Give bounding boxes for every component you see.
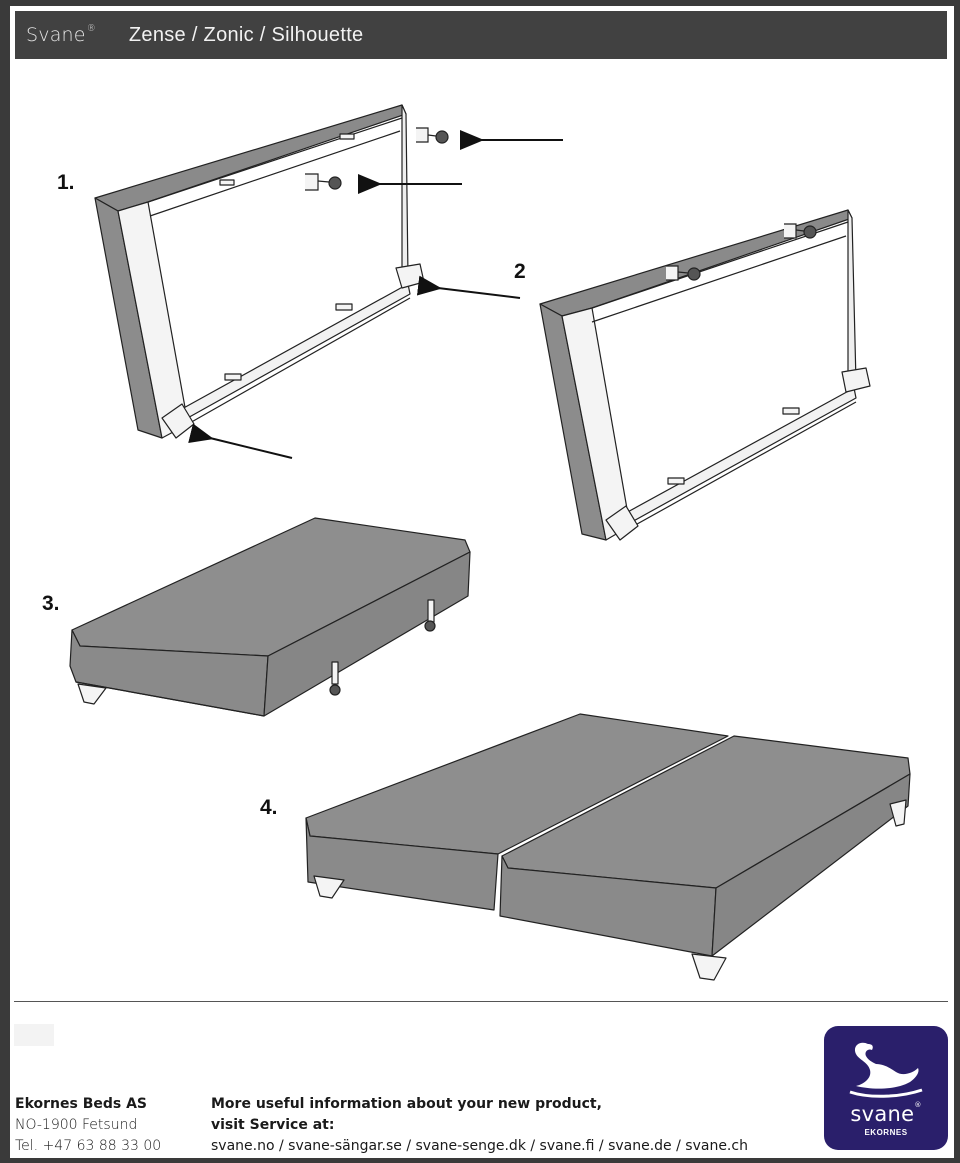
company-info: Ekornes Beds AS NO-1900 Fetsund Tel. +47… [15,1094,161,1157]
bed-frame-step-1 [94,104,425,439]
step-number-4: 4. [260,796,278,819]
page-header: Svane® Zense / Zonic / Silhouette [15,11,947,59]
service-links[interactable]: svane.no / svane-sängar.se / svane-senge… [211,1138,748,1154]
service-info-line-2: visit Service at: [211,1117,335,1133]
box-spring-step-3 [69,517,471,717]
manual-page: Svane® Zense / Zonic / Silhouette [10,6,954,1158]
arrow [416,275,521,299]
footer-divider [14,1001,948,1002]
company-name: Ekornes Beds AS [15,1096,148,1112]
arrow [188,423,293,459]
bed-frame-step-2 [539,209,871,541]
service-info: More useful information about your new p… [211,1094,748,1157]
bed-base-step-4 [305,713,911,981]
page-title: Zense / Zonic / Silhouette [128,23,364,46]
step-number-2: 2 [514,260,526,283]
step-number-3: 3. [42,592,60,615]
logo-subtitle: EKORNES [864,1128,908,1137]
service-info-line-1: More useful information about your new p… [211,1096,602,1112]
svane-logo: svane® EKORNES [824,1026,948,1150]
company-phone: Tel. +47 63 88 33 00 [15,1138,162,1154]
company-address: NO-1900 Fetsund [15,1117,138,1133]
leg-bolt [305,173,342,191]
assembly-illustration [69,104,911,981]
step-number-1: 1. [57,171,75,194]
leg-bolt [416,127,449,144]
footer-spacer [14,1024,54,1046]
swan-icon [849,1042,923,1098]
leg-bolt [784,223,817,239]
logo-wordmark: svane® [850,1101,922,1126]
brand-name: Svane® [26,23,96,46]
leg-bolt [666,265,701,281]
